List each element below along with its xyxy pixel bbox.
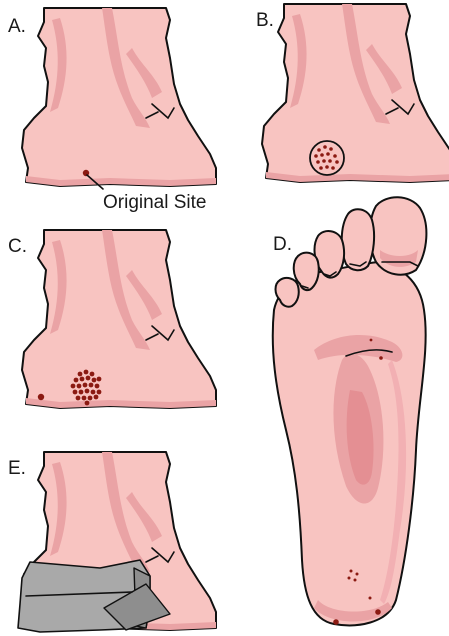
panel-label: A. xyxy=(8,16,26,37)
heel-rear-view xyxy=(262,4,449,182)
heel-rear-view xyxy=(22,8,216,186)
bandage-wrap xyxy=(18,560,170,632)
heel-rear-view xyxy=(22,230,216,408)
lesion-dot xyxy=(356,573,359,576)
panel-b: B. xyxy=(256,4,449,182)
lesion-cluster-circle xyxy=(310,141,344,175)
panel-label: B. xyxy=(256,10,274,31)
panel-label: C. xyxy=(8,236,27,257)
lesion-dot xyxy=(369,597,372,600)
lesion-dot xyxy=(354,579,357,582)
lesion-dot xyxy=(375,609,381,615)
lesion-dot xyxy=(370,339,373,342)
lesion-dot xyxy=(348,577,351,580)
foot-sole xyxy=(273,197,427,625)
lesion-dot xyxy=(350,570,353,573)
panel-e: E. xyxy=(8,452,216,632)
panel-label: E. xyxy=(8,458,26,479)
annotation-original-site: Original Site xyxy=(103,192,207,213)
panel-label: D. xyxy=(273,234,292,255)
panel-a: A. Original Site xyxy=(8,8,216,213)
lesion-dot xyxy=(379,356,383,360)
panel-c: C. xyxy=(8,230,216,408)
lesion-dot xyxy=(333,619,339,625)
original-lesion-dot xyxy=(38,394,44,400)
panel-d: D. xyxy=(273,197,427,625)
